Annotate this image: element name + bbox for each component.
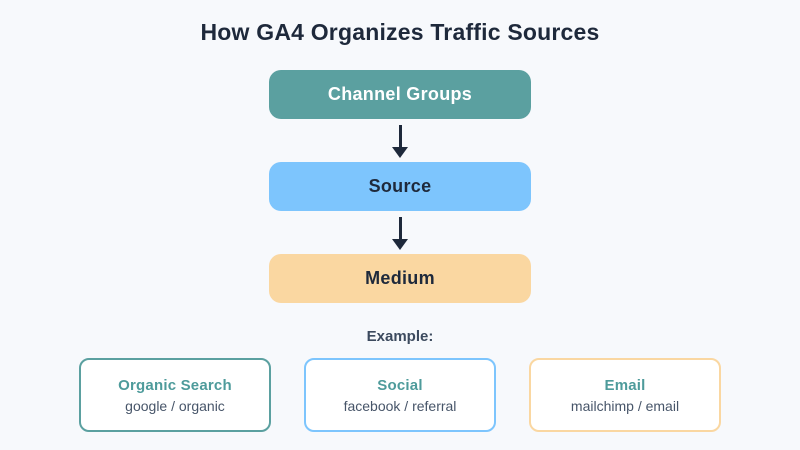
diagram-title: How GA4 Organizes Traffic Sources (200, 19, 600, 45)
down-arrow-icon (392, 119, 408, 162)
down-arrow-icon (392, 211, 408, 254)
flow-diagram: Channel Groups Source Medium (0, 70, 800, 303)
card-title: Social (377, 376, 423, 394)
example-card-email: Email mailchimp / email (529, 358, 721, 432)
flow-box-label: Source (368, 176, 432, 196)
card-subtitle: mailchimp / email (570, 397, 680, 414)
example-cards-row: Organic Search google / organic Social f… (0, 358, 800, 432)
example-card-social: Social facebook / referral (304, 358, 496, 432)
flow-box-label: Channel Groups (327, 84, 473, 104)
arrow-line (398, 217, 402, 239)
card-title: Organic Search (118, 376, 232, 394)
flow-box-label: Medium (365, 268, 435, 288)
card-subtitle: google / organic (125, 397, 225, 414)
arrow-head (392, 147, 408, 158)
card-title: Email (604, 376, 646, 394)
flow-box-source: Source (269, 162, 531, 211)
example-label: Example: (366, 328, 434, 345)
arrow-head (392, 239, 408, 250)
card-subtitle: facebook / referral (343, 397, 457, 414)
flow-box-channel-groups: Channel Groups (269, 70, 531, 119)
arrow-line (398, 125, 402, 147)
flow-box-medium: Medium (269, 254, 531, 303)
example-card-organic-search: Organic Search google / organic (79, 358, 271, 432)
